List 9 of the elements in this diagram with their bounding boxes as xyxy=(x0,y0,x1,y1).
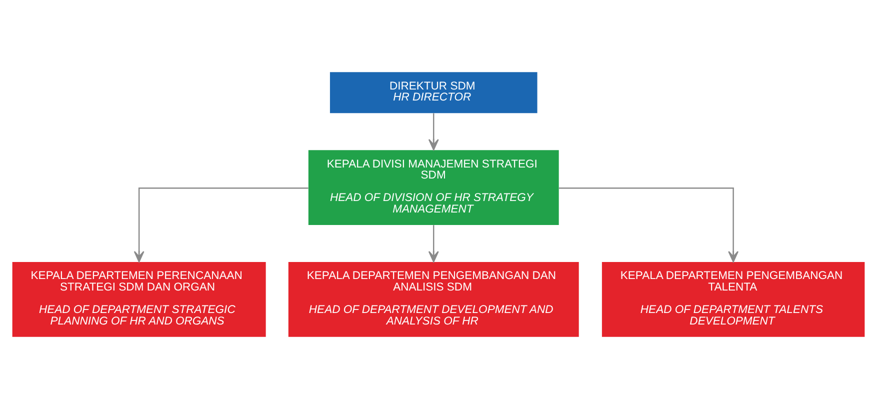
node-box: KEPALA DEPARTEMEN PERENCANAAN STRATEGI SDM DAN ORGAN HEAD OF DEPARTMENT STRATEGIC PLANNING OF HR AND ORGANS xyxy=(12,262,266,337)
arrow xyxy=(134,187,308,262)
node-box: KEPALA DEPARTEMEN PENGEMBANGAN TALENTA HEAD OF DEPARTMENT TALENTS DEVELOPMENT xyxy=(602,262,865,337)
node-box: KEPALA DEPARTEMEN PENGEMBANGAN DAN ANALISIS SDM HEAD OF DEPARTMENT DEVELOPMENT AND ANALYSIS OF HR xyxy=(288,262,579,337)
node-box: KEPALA DIVISI MANAJEMEN STRATEGI SDM HEAD OF DIVISION OF HR STRATEGY MANAGEMENT xyxy=(308,150,559,226)
arrow xyxy=(428,113,439,150)
arrow xyxy=(428,225,439,262)
node-box: DIREKTUR SDM HR DIRECTOR xyxy=(330,72,538,114)
arrow xyxy=(558,187,739,262)
